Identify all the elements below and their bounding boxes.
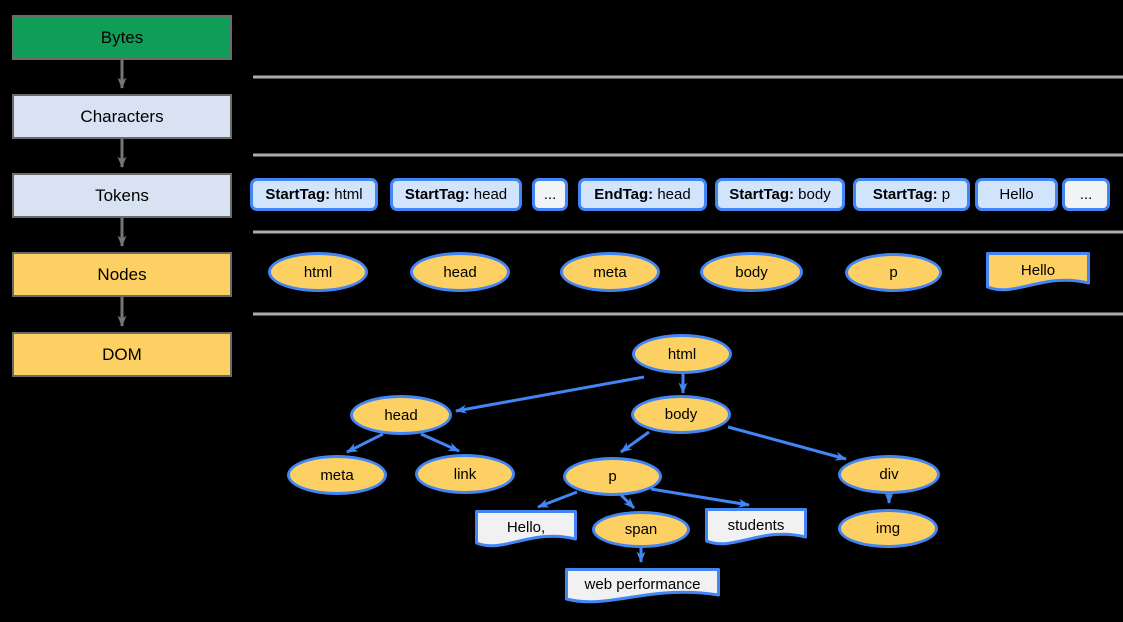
dom-tree-node-hello-text-shape — [475, 510, 577, 548]
pipeline-stage-tokens: Tokens — [12, 173, 232, 218]
token-starttag-p-type: StartTag: — [872, 186, 938, 203]
dom-tree-node-hello-text: Hello, — [475, 510, 577, 558]
token-starttag-head: StartTag: head — [390, 178, 522, 211]
pipeline-stage-bytes: Bytes — [12, 15, 232, 60]
token-endtag-head: EndTag: head — [578, 178, 707, 211]
tree-edge-p-hello-text — [537, 490, 578, 509]
dom-tree-node-web-performance: web performance — [565, 568, 720, 614]
node-meta: meta — [560, 252, 660, 292]
token-starttag-body-type: StartTag: — [729, 186, 795, 203]
node-hello-shape — [986, 252, 1090, 292]
node-hello-label: Hello — [1020, 261, 1056, 279]
dom-tree-node-web-performance-label: web performance — [584, 575, 701, 593]
dom-tree-node-web-performance-shape — [565, 568, 720, 604]
tree-edge-head-link — [420, 432, 460, 453]
tree-edge-html-head — [455, 375, 645, 414]
token-starttag-html-type: StartTag: — [265, 186, 331, 203]
dom-tree-node-hello-text-label: Hello, — [506, 518, 546, 536]
token-ellipsis-2: ... — [1062, 178, 1110, 211]
dom-tree-node-html: html — [632, 334, 732, 374]
dom-tree-node-p: p — [563, 457, 662, 496]
token-endtag-head-type: EndTag: — [594, 186, 654, 203]
token-starttag-head-value: head — [469, 186, 508, 203]
dom-tree-node-students-label: students — [727, 516, 785, 534]
token-endtag-head-value: head — [653, 186, 691, 203]
token-ellipsis-1: ... — [532, 178, 568, 211]
token-starttag-body: StartTag: body — [715, 178, 845, 211]
dom-tree-node-head: head — [350, 395, 452, 435]
dom-tree-node-span: span — [592, 511, 690, 548]
token-starttag-p: StartTag: p — [853, 178, 970, 211]
node-head: head — [410, 252, 510, 292]
token-starttag-body-value: body — [794, 186, 831, 203]
dom-tree-node-students-shape — [705, 508, 807, 546]
dom-tree-node-students: students — [705, 508, 807, 556]
dom-tree-node-img: img — [838, 509, 938, 548]
node-hello: Hello — [986, 252, 1090, 302]
token-starttag-html-value: html — [330, 186, 363, 203]
tree-edge-p-span — [618, 492, 636, 510]
dom-tree-node-link: link — [415, 454, 515, 494]
dom-tree-node-div: div — [838, 455, 940, 494]
token-starttag-head-type: StartTag: — [404, 186, 470, 203]
tree-edge-body-div — [727, 425, 847, 461]
dom-tree-node-meta: meta — [287, 455, 387, 495]
pipeline-stage-dom: DOM — [12, 332, 232, 377]
token-starttag-html: StartTag: html — [250, 178, 378, 211]
tree-edge-head-meta — [346, 432, 384, 454]
pipeline-stage-nodes: Nodes — [12, 252, 232, 297]
token-hello: Hello — [975, 178, 1058, 211]
node-body: body — [700, 252, 803, 292]
tree-edge-body-p — [620, 430, 650, 454]
node-p: p — [845, 253, 942, 292]
tree-edge-p-students — [650, 487, 750, 508]
token-starttag-p-value: p — [937, 186, 951, 203]
pipeline-stage-characters: Characters — [12, 94, 232, 139]
dom-tree-node-body: body — [631, 395, 731, 434]
node-html: html — [268, 252, 368, 292]
